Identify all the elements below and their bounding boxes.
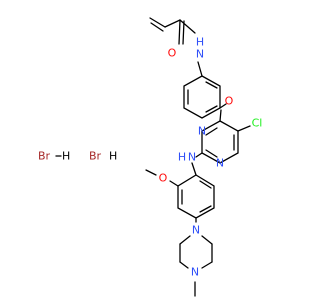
piperazine-n2-label: N — [191, 266, 199, 279]
methyl-bond — [145, 169, 157, 176]
o-c-bond — [219, 109, 222, 122]
bromine-label: Br — [38, 150, 51, 163]
carbonyl-oxygen-label: O — [168, 47, 177, 60]
n-aryl-bond — [197, 61, 203, 77]
ring-outline — [183, 75, 221, 119]
n-aryl-bond — [191, 162, 197, 176]
piperazine-ring — [179, 235, 213, 297]
c-o-bond — [219, 103, 227, 109]
amine-hydrogen-label: H — [178, 151, 186, 164]
amide-bond — [179, 19, 196, 34]
pyrimidine-n2-label: N — [216, 157, 224, 170]
ring-bond — [201, 235, 213, 245]
pyrimidine-n1-label: N — [198, 125, 206, 138]
ring-bond — [179, 235, 191, 245]
vinyl-bond — [149, 17, 166, 28]
c-o-bond — [169, 180, 179, 187]
methoxy-oxygen-label: O — [159, 172, 168, 185]
bromine-label: Br — [89, 150, 102, 163]
amide-hydrogen-label: H — [196, 36, 204, 49]
hydrogen-label: H — [109, 150, 117, 163]
aromatic-double-bond — [205, 81, 218, 89]
c-cl-bond — [237, 125, 251, 132]
aromatic-double-bond — [199, 205, 212, 213]
ring-bond — [179, 261, 189, 269]
aromatic-double-bond — [205, 149, 218, 158]
vinyl-bond — [164, 19, 181, 28]
pyrimidine-ring — [195, 109, 251, 164]
counter-ion-1: Br H — [38, 150, 70, 163]
phenyl-ring-top — [183, 75, 227, 119]
aromatic-double-bond — [205, 127, 218, 136]
vinyl-double-bond — [150, 22, 164, 32]
amine-nitrogen-label: N — [188, 151, 196, 164]
aromatic-double-bond — [199, 180, 212, 189]
ether-oxygen-label: O — [225, 95, 234, 108]
ring-outline — [177, 174, 215, 219]
phenyl-ring-lower — [145, 162, 215, 223]
c-n-bond — [195, 152, 203, 158]
aromatic-double-bond — [205, 105, 218, 113]
molecule-drawing: N H O O Cl N N N H O N N Br H Br H — [38, 17, 263, 297]
piperazine-n1-label: N — [192, 224, 200, 237]
carbonyl-bond — [178, 19, 181, 45]
chlorine-label: Cl — [252, 117, 263, 130]
acryloyl-group — [149, 17, 203, 77]
hydrogen-label: H — [62, 150, 70, 163]
ring-bond — [201, 261, 213, 269]
counter-ion-2: Br H — [89, 150, 117, 163]
structure-canvas: N H O O Cl N N N H O N N Br H Br H — [38, 17, 263, 297]
amide-nitrogen-label: N — [196, 48, 204, 61]
carbonyl-double-bond — [182, 20, 185, 45]
